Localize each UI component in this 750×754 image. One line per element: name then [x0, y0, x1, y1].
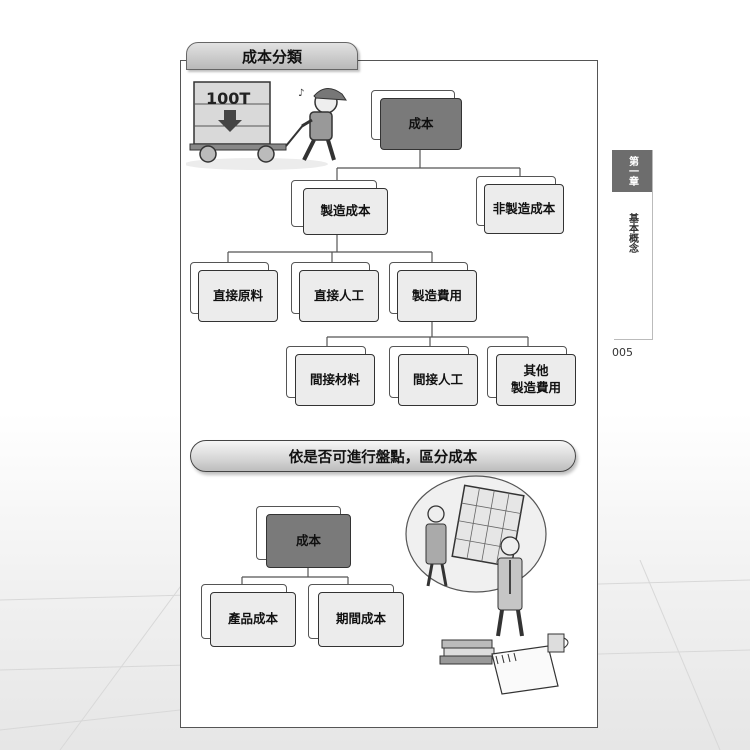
- org-node-period-cost: 期間成本: [318, 592, 404, 647]
- org-node-label: 間接材料: [309, 371, 360, 387]
- org-node-indirect-labor: 間接人工: [398, 354, 478, 406]
- org-node-indirect-materials: 間接材料: [295, 354, 375, 406]
- section-banner-text: 依是否可進行盤點，區分成本: [288, 449, 478, 466]
- org-node-direct-materials: 直接原料: [198, 270, 278, 322]
- org-node-label: 成本: [295, 532, 321, 548]
- svg-text:♪: ♪: [298, 88, 304, 99]
- org-node-label: 間接人工: [412, 371, 463, 387]
- org-node-direct-labor: 直接人工: [299, 270, 379, 322]
- org-node-manufacturing-cost: 製造成本: [303, 188, 388, 235]
- org-node-label: 製造成本: [320, 203, 371, 219]
- section-title-text: 成本分類: [241, 47, 302, 66]
- org-node-label-line2: 製造費用: [510, 380, 561, 395]
- org-node-other-overhead: 其他 製造費用: [496, 354, 576, 406]
- org-node-product-cost: 產品成本: [210, 592, 296, 647]
- page-number: 005: [612, 346, 633, 359]
- section-banner: 依是否可進行盤點，區分成本: [190, 440, 576, 472]
- chapter-label: 第一章: [612, 150, 652, 192]
- org-node-root-cost: 成本: [380, 98, 462, 150]
- org-node-label: 成本: [408, 115, 434, 131]
- org-node-label-line1: 其他: [523, 363, 549, 379]
- org-node-label: 製造費用: [411, 287, 462, 303]
- org-node-label: 期間成本: [335, 611, 386, 627]
- org-node-label: 直接人工: [313, 287, 364, 303]
- chapter-title: 基本概念: [626, 213, 638, 253]
- crate-sign-text: 100T: [206, 89, 250, 108]
- org-node-label: 直接原料: [212, 287, 263, 303]
- section-title: 成本分類: [186, 42, 358, 70]
- office-workers-illustration: [405, 475, 569, 695]
- org-node-non-manufacturing-cost: 非製造成本: [484, 184, 564, 234]
- org-node-root-cost-2: 成本: [266, 514, 351, 568]
- cart-worker-illustration: 100T ♪: [186, 81, 347, 170]
- org-node-label: 非製造成本: [492, 200, 556, 216]
- org-node-label: 產品成本: [227, 611, 278, 627]
- org-node-manufacturing-overhead: 製造費用: [397, 270, 477, 322]
